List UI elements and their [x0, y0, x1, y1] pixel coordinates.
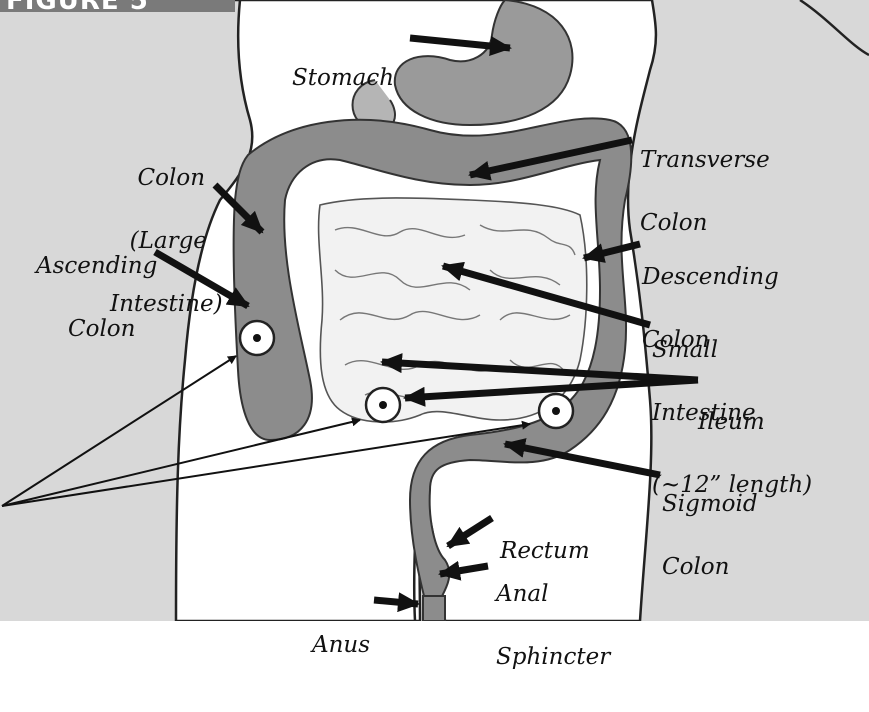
- anal-canal: [423, 596, 445, 621]
- stoma-right: [539, 394, 573, 428]
- arrow-anus: [374, 600, 418, 604]
- anatomy-diagram: FIGURE 5 Stomach Transverse Colon Colon …: [0, 0, 869, 621]
- stoma-middle: [366, 388, 400, 422]
- stoma-left: [240, 321, 274, 355]
- label-anal-sphincter: Anal Sphincter: [496, 542, 610, 710]
- label-ascending-colon: Ascending Colon: [36, 214, 157, 382]
- figure-title: FIGURE 5: [6, 0, 149, 12]
- label-stomach: Stomach: [292, 26, 394, 131]
- label-anus: Anus: [312, 593, 370, 698]
- figure-header: FIGURE 5: [0, 0, 235, 12]
- label-sigmoid-colon: Sigmoid Colon: [662, 452, 758, 620]
